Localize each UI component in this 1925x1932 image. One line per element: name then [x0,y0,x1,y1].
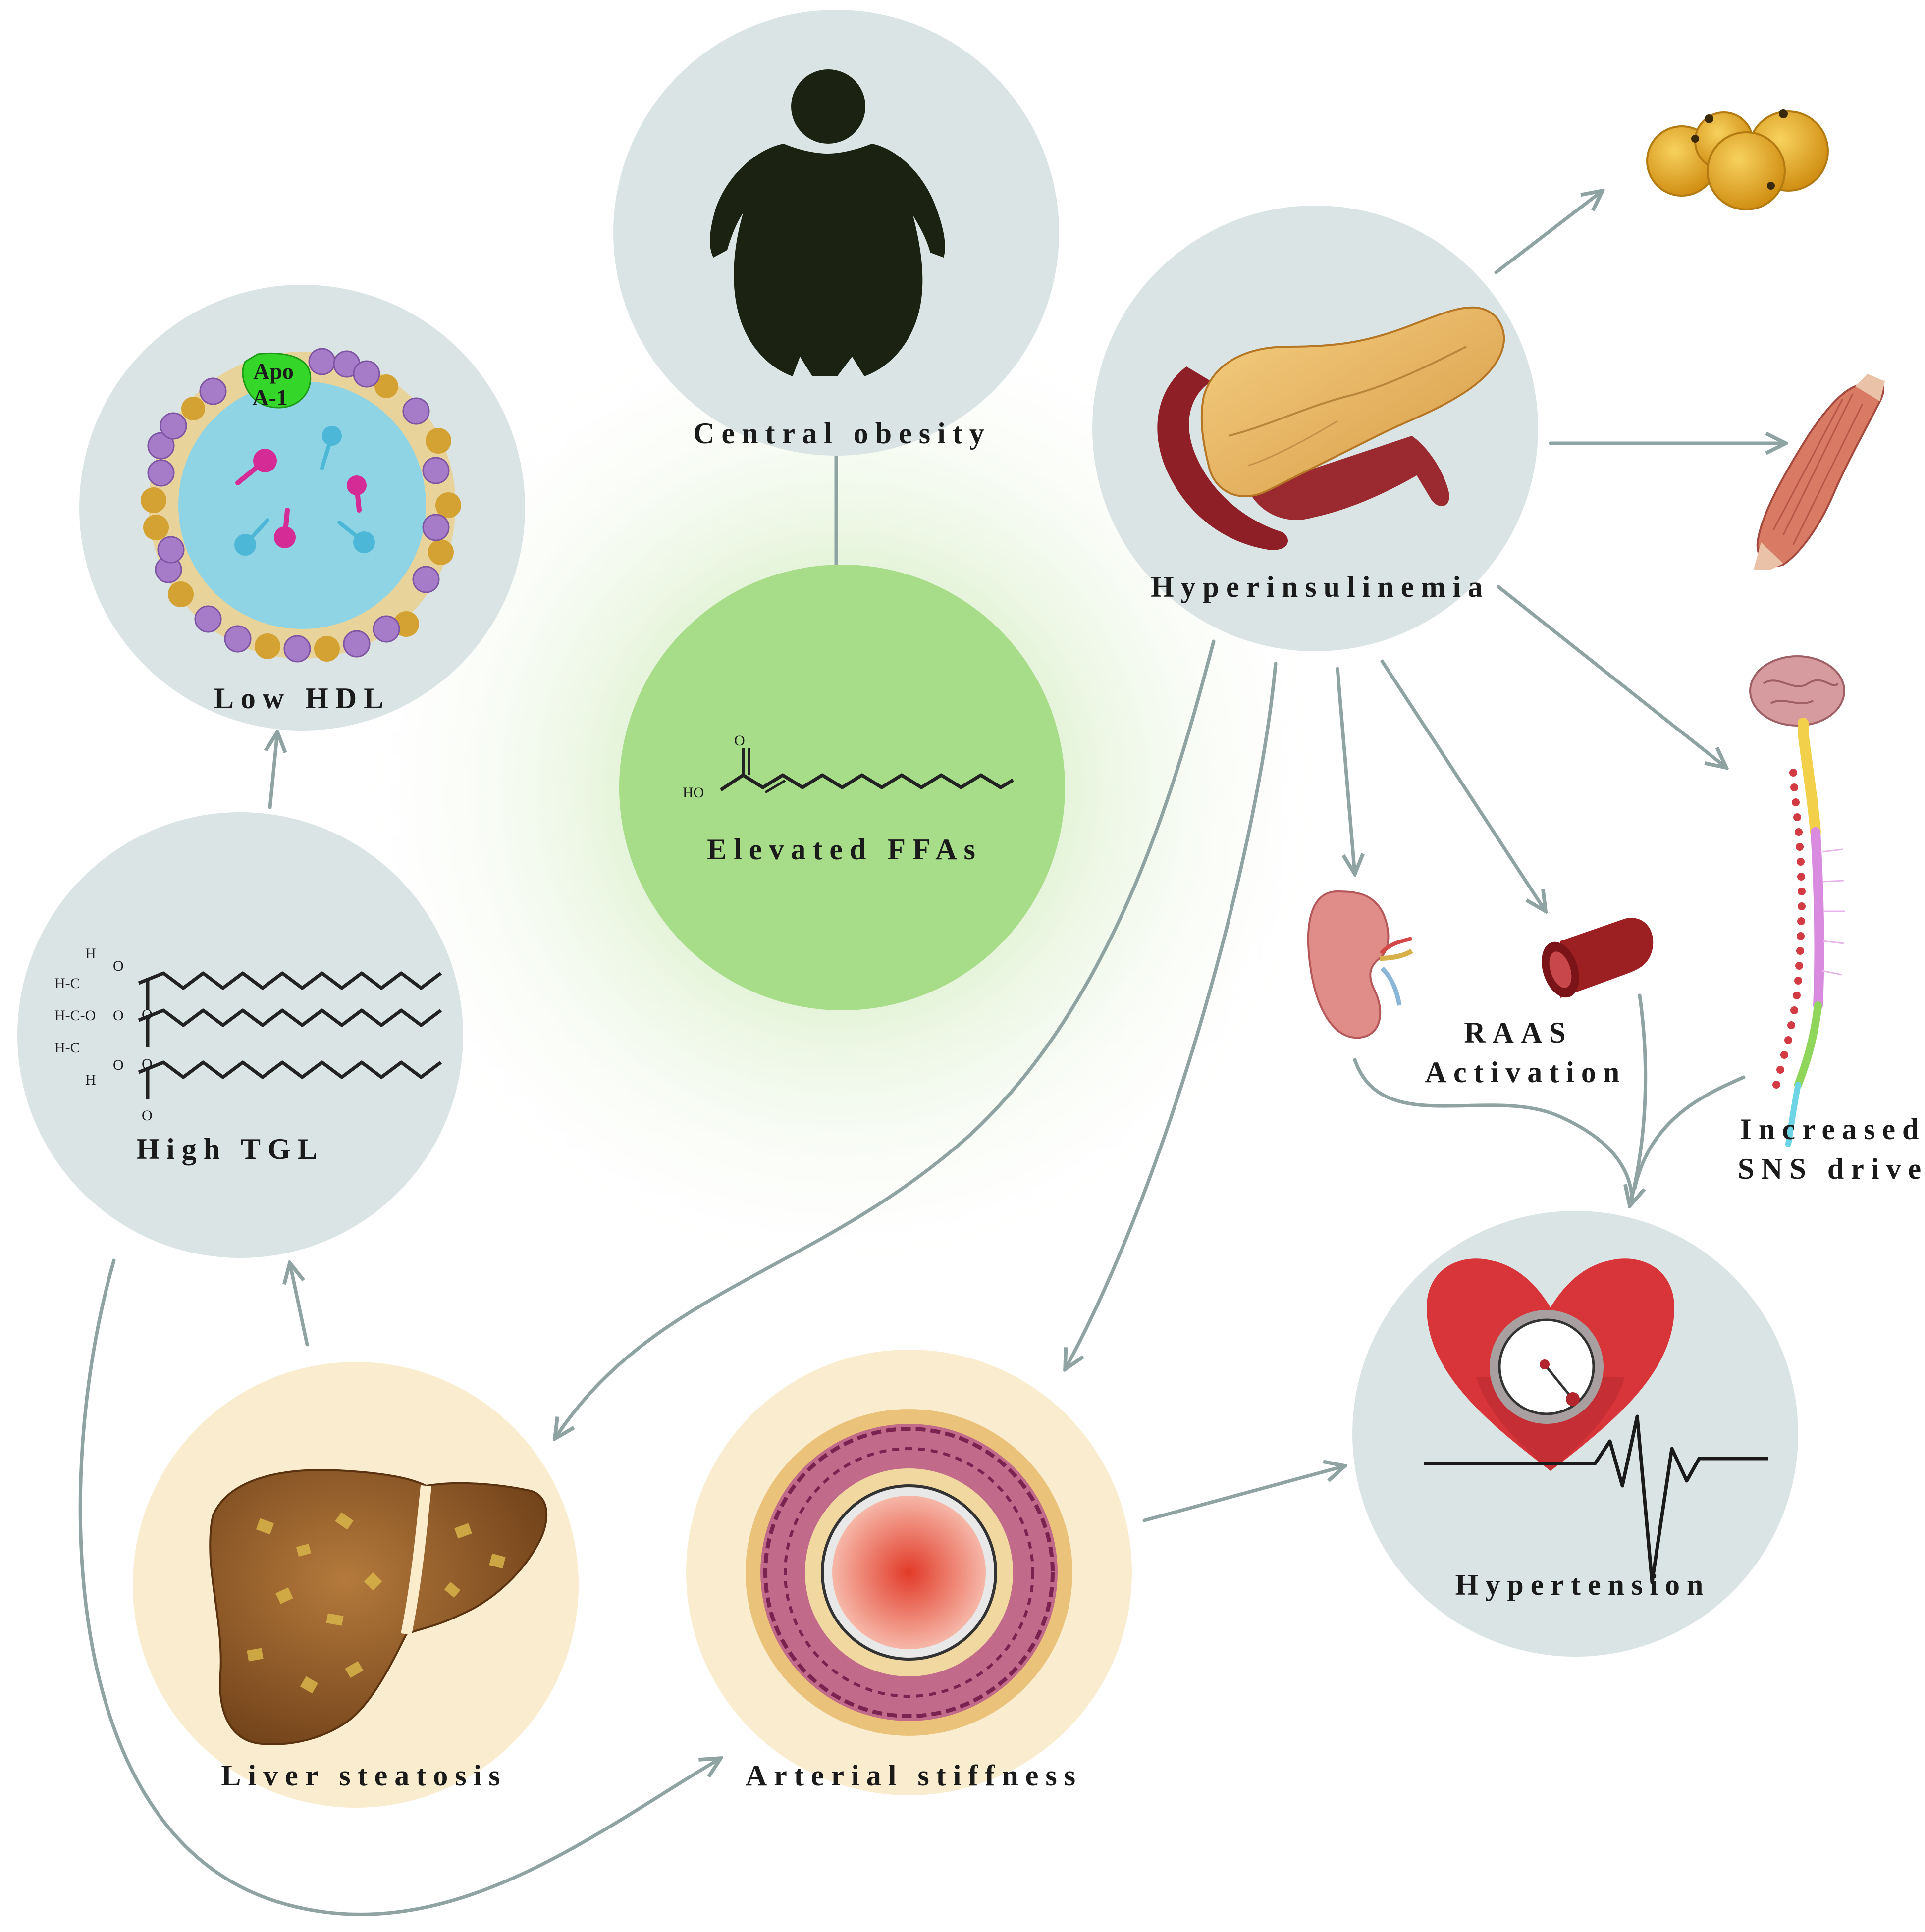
tgl-hc-3: H-C [54,1040,80,1056]
tgl-hco-2: H-C-O [54,1007,96,1024]
arrow-hyperins-to-liver [555,639,1216,1439]
label-arterial-stiffness: Arterial stiffness [746,1759,1082,1792]
circle-high-tgl [17,812,463,1258]
arrow-hyperins-to-raas [1380,659,1546,911]
arrow-arterial-to-hypertension [1142,1466,1345,1522]
tgl-o-3: O [113,1057,124,1073]
label-raas-line1: RAAS [1464,1016,1572,1049]
arrow-hyperins-to-fatcells [1494,191,1603,274]
triglyceride-atom-labels: H H-C H-C-O H-C H O O O O O O [54,945,153,1124]
muscle-icon [1754,374,1885,570]
label-raas-line2: Activation [1425,1056,1627,1089]
obese-person-silhouette-icon [710,69,945,376]
tgl-o-2: O [113,1007,124,1024]
brain-spinal-cord-icon [1749,655,1845,1147]
label-sns-line1: Increased [1740,1113,1925,1146]
tgl-o-carbonyl-2: O [142,1056,153,1072]
triglyceride-molecule-icon: H H-C H-C-O H-C H O O O O O O [54,945,442,1124]
label-liver-steatosis: Liver steatosis [221,1759,507,1792]
tgl-hc-1: H-C [54,975,80,992]
label-hypertension: Hypertension [1455,1568,1711,1601]
kidney-icon [1307,890,1413,1039]
arrow-tgl-to-arterial [78,1258,721,1916]
arrow-tgl-to-hdl [270,732,277,809]
node-labels: Central obesity Elevated FFAs Hyperinsul… [136,359,1925,1792]
tgl-o-carbonyl-3: O [142,1107,153,1124]
label-low-hdl: Low HDL [214,682,390,715]
heart-pressure-gauge-icon [1424,1258,1768,1584]
label-central-obesity: Central obesity [693,417,991,450]
tgl-h-bottom: H [85,1072,96,1088]
label-hyperinsulinemia: Hyperinsulinemia [1151,571,1490,603]
adipocytes-icon [1646,109,1829,210]
label-elevated-ffas: Elevated FFAs [707,833,982,866]
label-high-tgl: High TGL [136,1133,324,1165]
ffa-oxygen-label: O [734,732,745,749]
blood-vessel-icon [1542,918,1654,998]
fatty-acid-molecule-icon: O HO [683,732,1014,801]
artery-cross-section-icon [746,1409,1072,1736]
pancreas-icon [1157,306,1505,550]
arrow-liver-to-tgl [290,1263,309,1347]
tgl-o-carbonyl-1: O [142,1006,153,1023]
label-apo-line1: Apo [253,359,294,384]
arrow-hyperins-to-sns [1497,585,1726,768]
hdl-particle-icon [141,348,461,663]
arrow-hyperins-to-arterial [1065,662,1278,1369]
tgl-h-top: H [85,945,96,962]
arrows [78,191,1786,1916]
fatty-liver-icon [209,1469,548,1745]
tgl-o-1: O [113,958,124,974]
arrow-kidney-to-hypertension [1353,1058,1634,1205]
label-apo-line2: A-1 [252,385,288,410]
arrow-hyperins-to-kidney [1336,667,1355,874]
label-sns-line2: SNS drive [1738,1152,1925,1185]
ffa-ho-label: HO [683,784,704,801]
arrow-sns-to-hypertension [1633,1075,1746,1191]
